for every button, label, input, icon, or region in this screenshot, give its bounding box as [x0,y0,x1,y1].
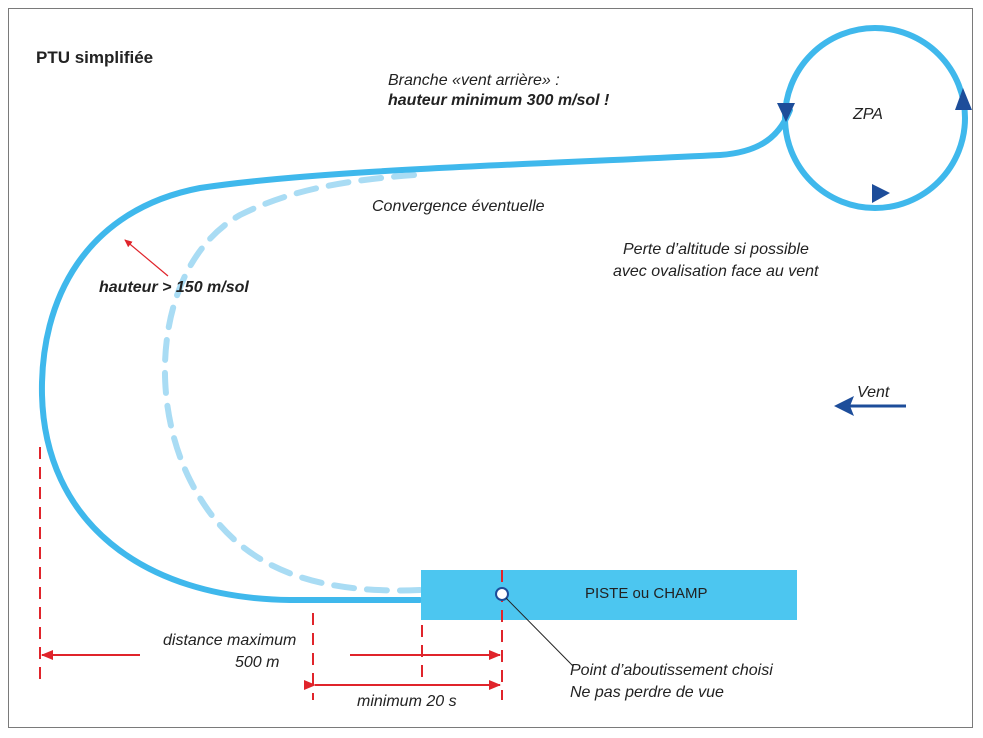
convergence-path [162,172,423,594]
wind-arrow-icon [834,396,906,416]
downwind-note-line1: Branche «vent arrière» : [388,72,560,89]
runway-label: PISTE ou CHAMP [585,585,708,602]
aim-point-marker [495,587,509,601]
zpa-label: ZPA [853,106,883,123]
aim-point-note-line2: Ne pas perdre de vue [570,684,724,701]
altitude-loss-line1: Perte d’altitude si possible [623,241,809,258]
max-distance-line2: 500 m [235,654,280,671]
wind-label: Vent [857,384,890,401]
circle-arrow-right-icon [955,88,972,110]
diagram-title: PTU simplifiée [36,48,154,67]
aim-point-note-line1: Point d’aboutissement choisi [570,662,773,679]
convergence-label: Convergence éventuelle [372,198,545,215]
min-time-label: minimum 20 s [357,693,457,710]
height-150-pointer [124,239,169,277]
diagram-frame [8,8,973,728]
pattern-path [38,107,793,603]
height-150-label: hauteur > 150 m/sol [99,279,249,296]
runway [421,570,797,620]
circle-arrow-bottom-icon [872,184,890,203]
circle-arrow-left-icon [777,103,795,122]
altitude-loss-line2: avec ovalisation face au vent [613,263,819,280]
downwind-note-line2: hauteur minimum 300 m/sol ! [388,92,610,109]
max-distance-line1: distance maximum [163,632,297,649]
aim-point-leader [505,597,574,667]
